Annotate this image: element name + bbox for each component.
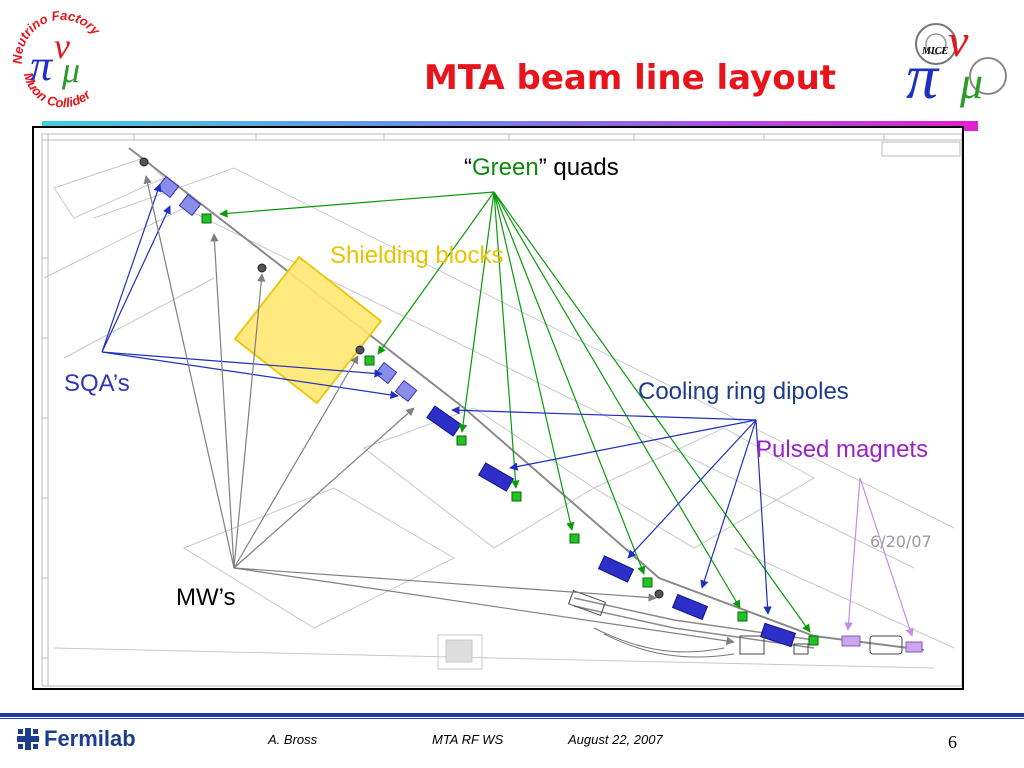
fermilab-wordmark: Fermilab [44, 726, 136, 751]
mice-logo: π ν μ MICE [902, 14, 1014, 112]
svg-text:π: π [30, 41, 54, 90]
svg-text:μ: μ [61, 50, 80, 90]
svg-text:μ: μ [959, 57, 983, 108]
pulsed-magnets [841, 635, 923, 653]
beamline-drawing [41, 133, 962, 687]
mice-pi-nu-mu-logo-icon: π ν μ MICE [906, 15, 1007, 112]
drawing-date-stamp: 6/20/07 [870, 532, 932, 551]
footer-author: A. Bross [268, 732, 318, 747]
dipole-arrows [451, 406, 772, 615]
cooling-ring-dipoles [426, 405, 797, 648]
shielding-blocks-label: Shielding blocks [330, 242, 504, 269]
page-number: 6 [948, 732, 957, 752]
mw-monitors [139, 157, 664, 599]
beamline-drawing-frame: “Green” quads Shielding blocks SQA’s Coo… [32, 126, 964, 690]
mw-label: MW’s [176, 584, 236, 611]
neutrino-factory-logo: Neutrino Factory Muon Collider π ν μ [10, 4, 110, 114]
svg-text:ν: ν [948, 15, 969, 66]
green-quads-label: “Green” quads [464, 154, 619, 182]
drawing-border [41, 133, 962, 687]
fermilab-logo: Fermilab [16, 726, 136, 752]
slide-title: MTA beam line layout [423, 58, 837, 98]
mw-arrows [143, 175, 735, 646]
green-quads-word: Green [472, 154, 539, 181]
pi-nu-mu-logo-icon: Neutrino Factory Muon Collider π ν μ [10, 8, 104, 111]
svg-text:ν: ν [54, 26, 70, 66]
shielding-block [233, 255, 383, 405]
footer-date: August 22, 2007 [568, 732, 663, 747]
sqa-label: SQA’s [64, 370, 130, 397]
footer-event: MTA RF WS [432, 732, 504, 747]
footer-rule-thin [0, 718, 1024, 719]
end-station-hardware [567, 589, 903, 658]
fermilab-mark-icon [17, 728, 39, 750]
green-quads-arrows [219, 191, 811, 633]
pulsed-magnets-label: Pulsed magnets [756, 436, 929, 463]
sqa-magnets [156, 175, 418, 403]
green-quads [201, 213, 819, 646]
building-outline [43, 157, 955, 670]
pulsed-magnet-arrows [844, 477, 914, 637]
green-quads-rest: ” quads [538, 154, 619, 181]
mice-text: MICE [921, 46, 948, 57]
green-quads-open-quote: “ [464, 154, 472, 181]
cooling-ring-dipoles-label: Cooling ring dipoles [638, 378, 849, 405]
footer-rule [0, 713, 1024, 717]
svg-text:π: π [906, 41, 940, 110]
